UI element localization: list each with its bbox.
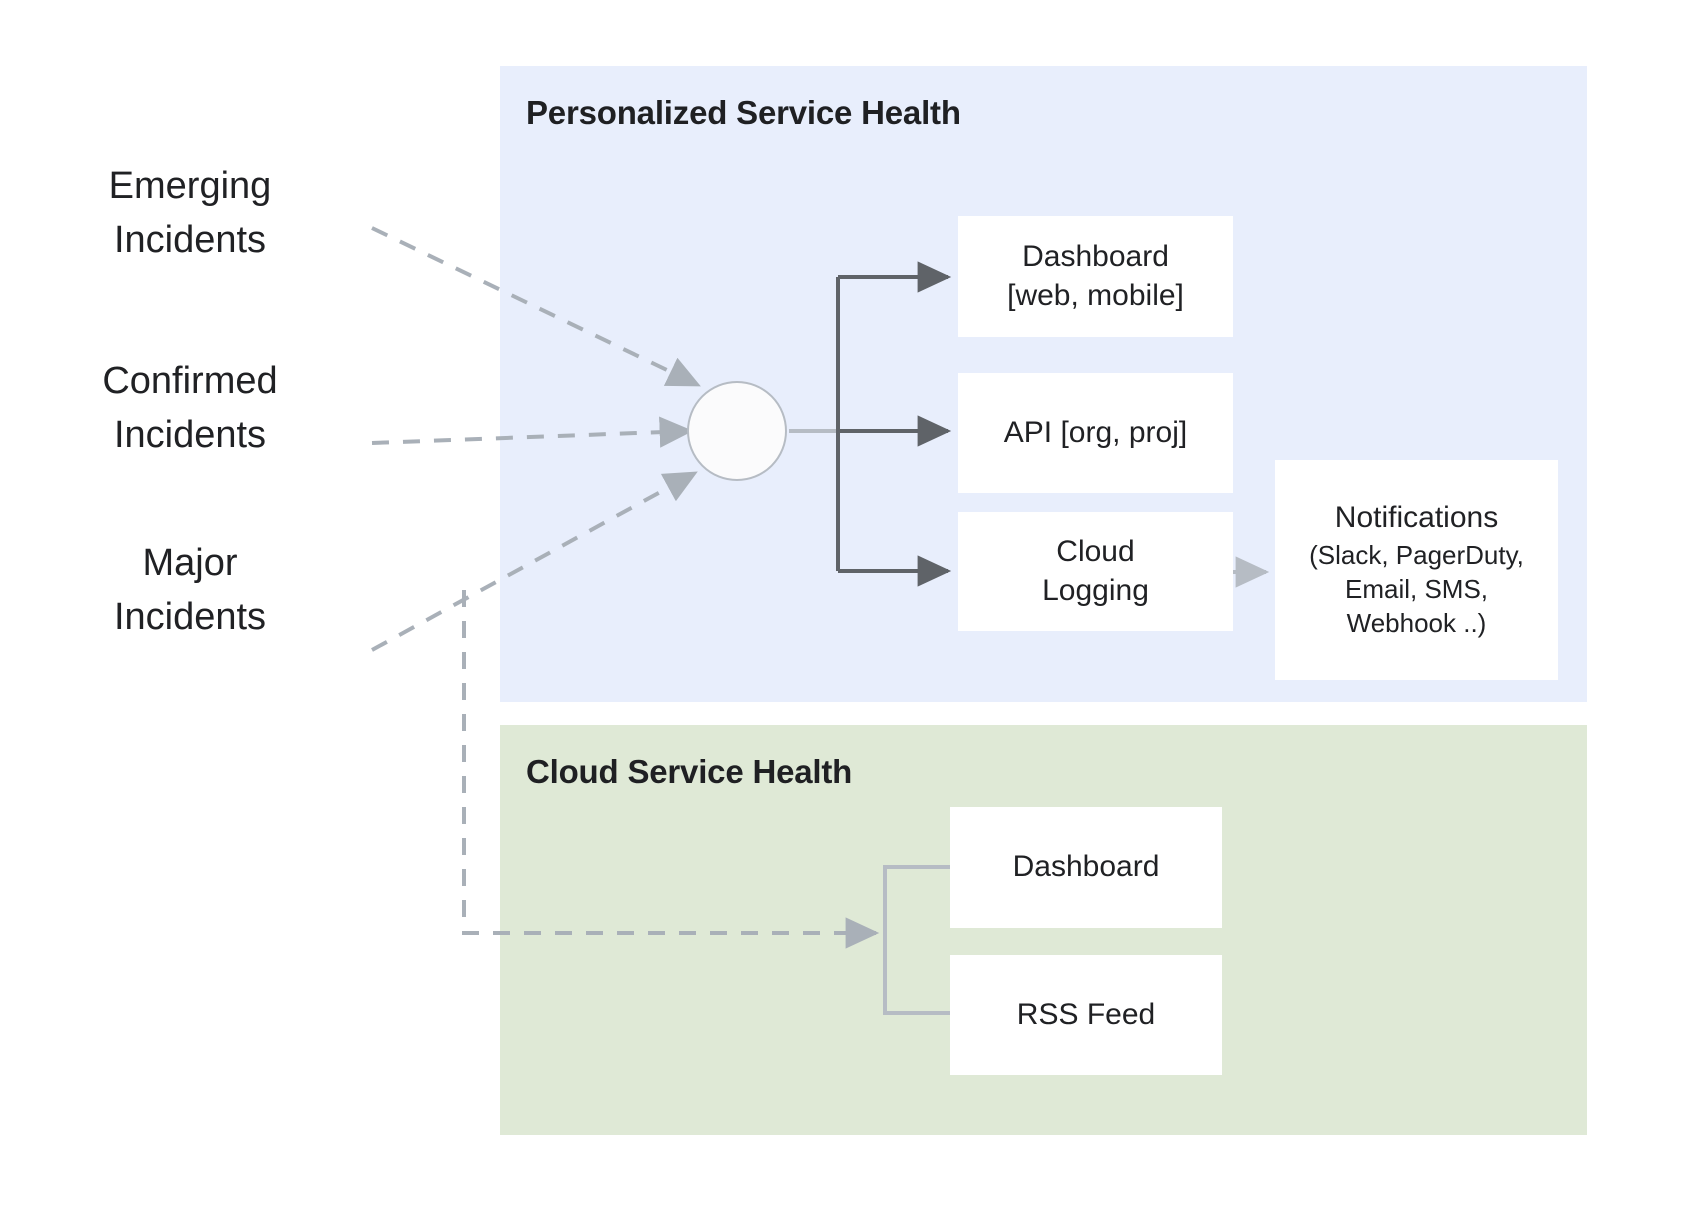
node-rss-feed[interactable]: RSS Feed [950, 955, 1222, 1075]
input-label-major-line1: Major [142, 542, 238, 584]
node-api-org-proj-label: API [org, proj] [1003, 415, 1188, 449]
input-label-confirmed-incidents: Confirmed Incidents [30, 355, 350, 463]
input-label-confirmed-line2: Incidents [113, 413, 267, 456]
node-cloud-logging-line2: Logging [1042, 573, 1149, 607]
node-dashboard-web-mobile-line1: Dashboard [1022, 240, 1169, 274]
input-label-major-line2: Incidents [113, 595, 267, 638]
node-dashboard-web-mobile[interactable]: Dashboard [web, mobile] [958, 216, 1233, 337]
node-notifications-title: Notifications [1334, 501, 1499, 535]
panel-personalized-title: Personalized Service Health [526, 94, 961, 131]
node-api-org-proj[interactable]: API [org, proj] [958, 373, 1233, 493]
node-rss-feed-label: RSS Feed [1016, 997, 1156, 1031]
input-label-emerging-line2: Incidents [113, 218, 267, 261]
input-label-emerging-line1: Emerging [108, 165, 272, 207]
node-notifications[interactable]: Notifications (Slack, PagerDuty, Email, … [1275, 460, 1558, 680]
input-label-confirmed-line1: Confirmed [102, 360, 278, 402]
node-cloud-dashboard-label: Dashboard [1012, 850, 1160, 884]
node-notifications-sub2: Email, SMS, [1344, 574, 1489, 605]
node-cloud-logging[interactable]: Cloud Logging [958, 512, 1233, 631]
node-cloud-logging-line1: Cloud [1056, 535, 1135, 569]
input-label-major-incidents: Major Incidents [30, 537, 350, 645]
node-notifications-sub3: Webhook ..) [1346, 608, 1487, 639]
node-notifications-sub1: (Slack, PagerDuty, [1309, 539, 1524, 570]
input-label-emerging-incidents: Emerging Incidents [30, 160, 350, 268]
node-cloud-dashboard[interactable]: Dashboard [950, 807, 1222, 928]
panel-cloud-title: Cloud Service Health [526, 753, 853, 790]
node-dashboard-web-mobile-line2: [web, mobile] [1007, 278, 1184, 312]
hub-node-circle [687, 381, 787, 481]
